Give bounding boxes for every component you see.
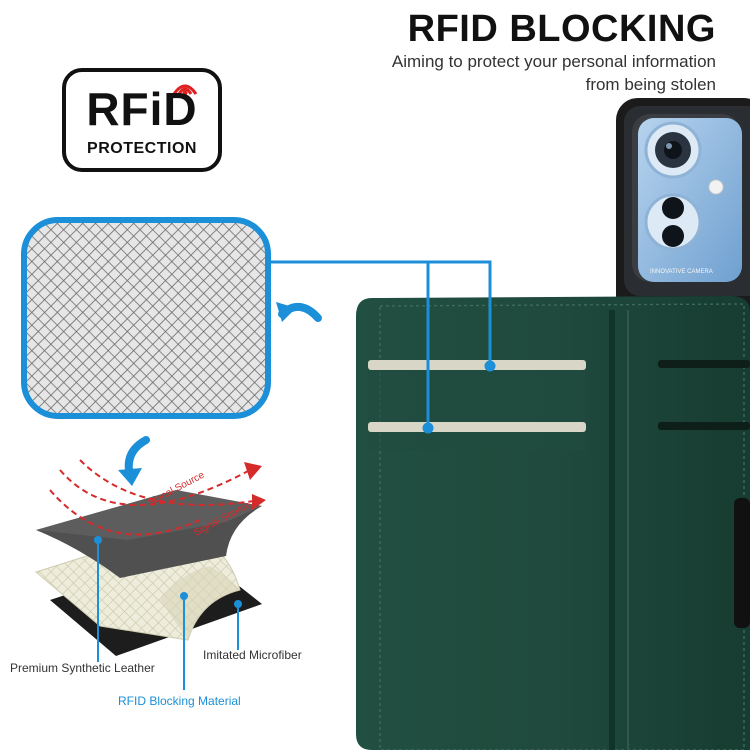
rfid-mesh-sample: [21, 217, 271, 419]
badge-sub-text: PROTECTION: [87, 140, 197, 157]
phone-brand-text: INNOVATIVE CAMERA: [650, 269, 713, 275]
connector-lines: [268, 260, 496, 434]
badge-main-text: RFiD: [86, 83, 198, 135]
curved-arrow-down-icon: [118, 436, 150, 486]
curved-arrow-icon: [276, 302, 322, 322]
subtitle-line-1: Aiming to protect your personal informat…: [391, 52, 716, 71]
wireless-signal-icon: [172, 84, 198, 96]
page-title: RFID BLOCKING: [407, 8, 716, 50]
rfid-protection-badge: RFiD PROTECTION: [62, 68, 222, 172]
wallet-case: [356, 296, 750, 750]
layer-diagram: Signal Source Signal Source: [34, 459, 266, 690]
label-microfiber: Imitated Microfiber: [203, 648, 302, 662]
page-subtitle: Aiming to protect your personal informat…: [340, 50, 716, 96]
label-rfid-material: RFID Blocking Material: [118, 694, 241, 708]
label-leather: Premium Synthetic Leather: [10, 661, 155, 675]
subtitle-line-2: from being stolen: [585, 75, 716, 94]
